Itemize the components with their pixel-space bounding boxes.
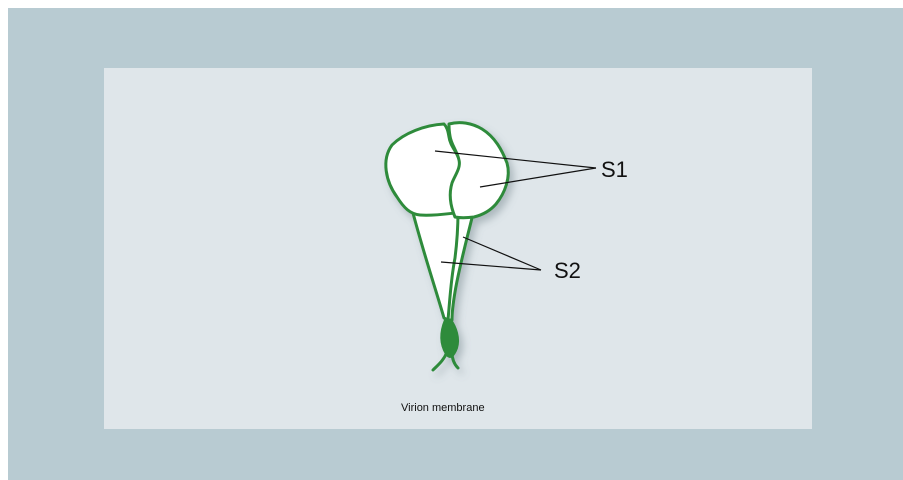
cytoplasmic-tail-left: [433, 352, 447, 370]
s1-label: S1: [601, 157, 628, 182]
cytoplasmic-tail-right: [452, 352, 458, 368]
s1-head-right: [449, 123, 508, 218]
s2-label: S2: [554, 258, 581, 283]
spike-protein: [386, 123, 508, 370]
transmembrane-anchor: [441, 320, 458, 357]
virion-membrane-label: Virion membrane: [401, 402, 485, 414]
